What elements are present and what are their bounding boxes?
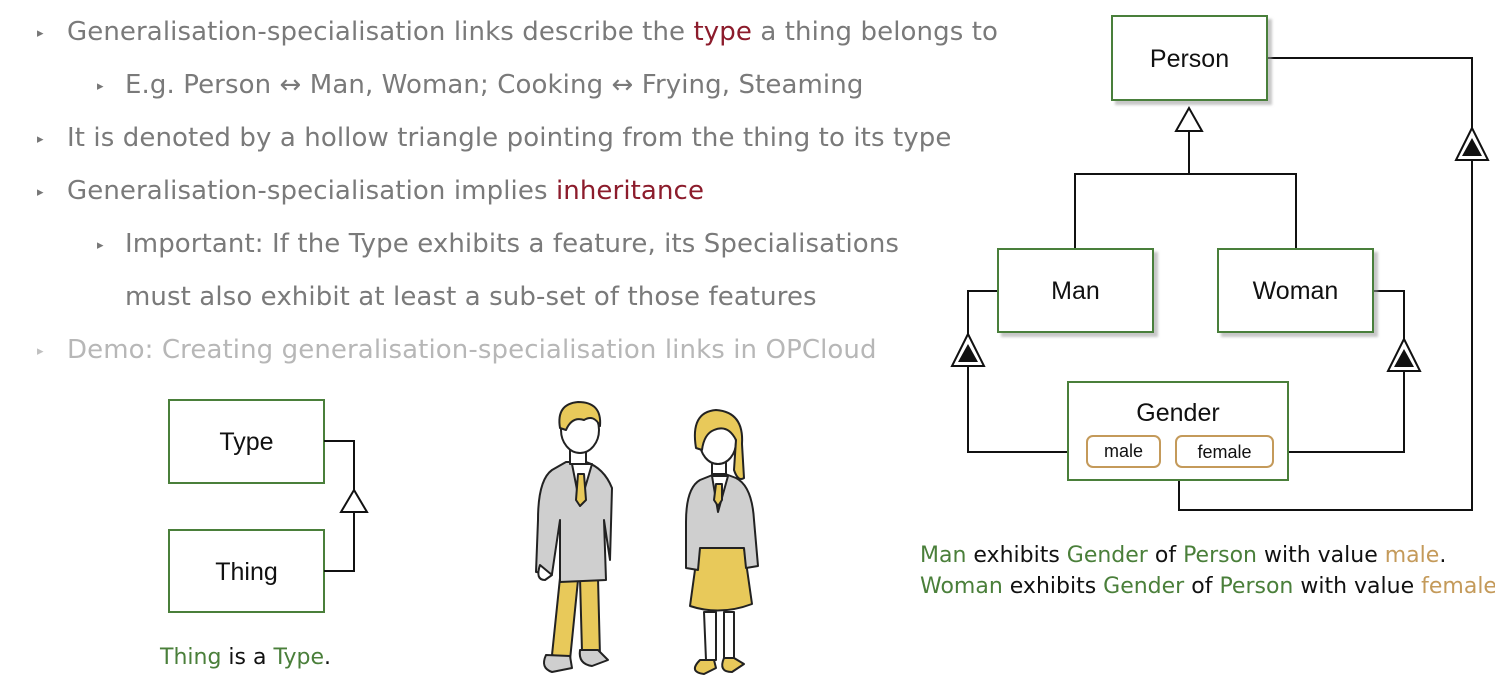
right-caption-line2: Woman exhibits Gender of Person with val… xyxy=(920,574,1495,599)
man-label: Man xyxy=(1051,277,1100,305)
gen-link-line xyxy=(324,512,355,572)
exhibition-triangle-icon xyxy=(1386,336,1422,372)
bullet-4: Demo: Creating generalisation-specialisa… xyxy=(67,335,877,365)
state-female xyxy=(1175,435,1274,468)
bullet-1: Generalisation-specialisation links desc… xyxy=(67,17,999,47)
state-male-label: male xyxy=(1104,441,1143,461)
bullet-marker: ▸ xyxy=(37,185,44,200)
type-box xyxy=(168,399,325,484)
small-diagram: Type Thing xyxy=(168,399,369,613)
bullet-3: Generalisation-specialisation implies in… xyxy=(67,176,705,206)
woman-box xyxy=(1217,248,1374,333)
bullet-marker: ▸ xyxy=(97,238,104,253)
gender-label: Gender xyxy=(1136,399,1219,427)
right-caption-line1: Man exhibits Gender of Person with value… xyxy=(920,543,1447,568)
exhibition-triangle-icon xyxy=(950,331,986,367)
hollow-triangle-icon xyxy=(1174,105,1204,132)
highlight-type: type xyxy=(693,17,752,47)
woman-label: Woman xyxy=(1253,277,1339,305)
thing-label: Thing xyxy=(215,558,278,586)
gen-link-line xyxy=(324,440,355,490)
bullet-3a-line1: Important: If the Type exhibits a featur… xyxy=(125,229,900,259)
bullet-marker: ▸ xyxy=(37,132,44,147)
man-box xyxy=(997,248,1154,333)
state-male xyxy=(1086,435,1161,468)
state-female-label: female xyxy=(1197,442,1251,462)
person-label: Person xyxy=(1150,45,1229,73)
type-label: Type xyxy=(219,428,273,456)
woman-figure-icon xyxy=(685,409,759,675)
small-diagram-caption: Thing is a Type. xyxy=(160,645,331,670)
bullet-2: It is denoted by a hollow triangle point… xyxy=(67,123,952,153)
bullet-1a: E.g. Person ↔ Man, Woman; Cooking ↔ Fryi… xyxy=(125,70,864,100)
big-diagram: Person Man Woman Gender male female xyxy=(950,15,1490,511)
bullet-3a-line2: must also exhibit at least a sub-set of … xyxy=(125,282,817,312)
people-illustration xyxy=(535,401,759,675)
bullet-marker: ▸ xyxy=(37,344,44,359)
exhibition-triangle-icon xyxy=(1454,125,1490,161)
highlight-inheritance: inheritance xyxy=(555,176,705,206)
bullet-marker: ▸ xyxy=(97,79,104,94)
thing-box xyxy=(168,529,325,613)
person-box xyxy=(1111,15,1268,101)
bullet-marker: ▸ xyxy=(37,26,44,41)
hollow-triangle-icon xyxy=(339,488,369,513)
man-figure-icon xyxy=(535,401,613,673)
